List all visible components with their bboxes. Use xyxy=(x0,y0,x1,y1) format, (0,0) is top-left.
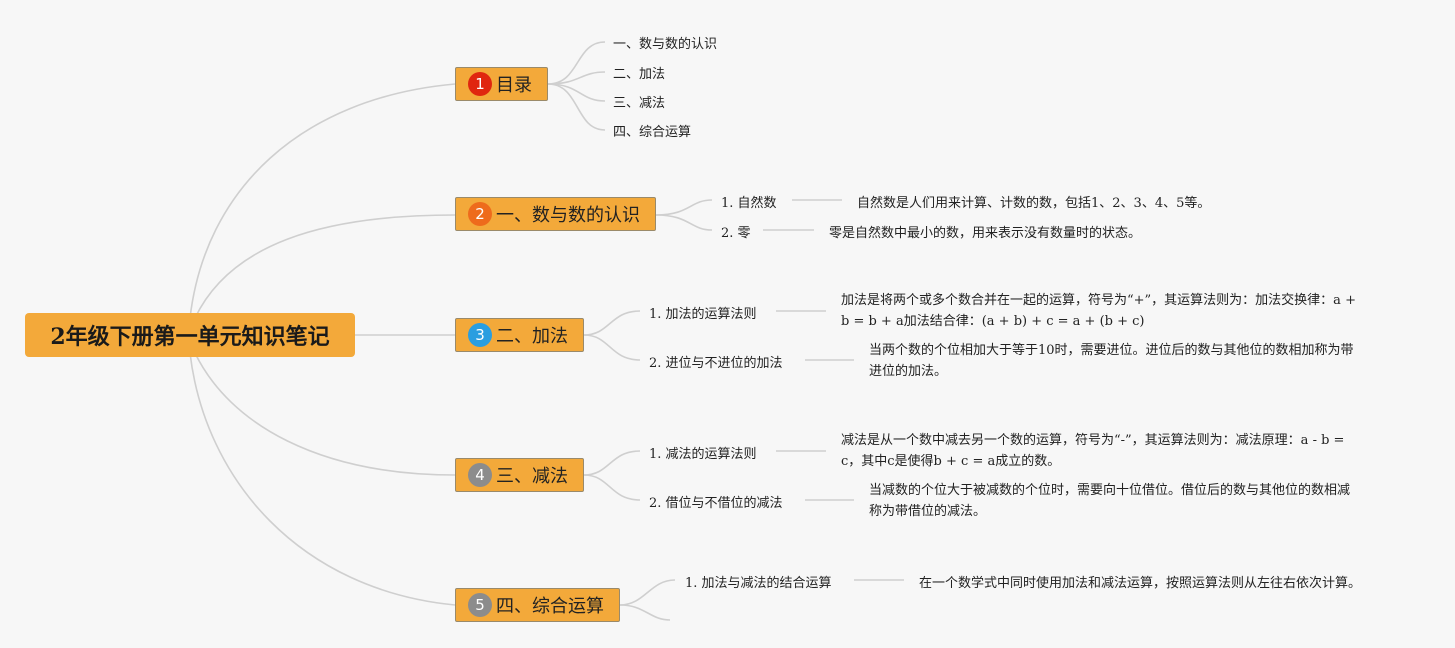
connector-root-b5 xyxy=(189,352,456,606)
connector-b2-s1 xyxy=(655,199,713,216)
topic-borrow-subtraction[interactable]: 2. 借位与不借位的减法 xyxy=(649,496,783,511)
branch-node-subtraction[interactable]: 4 三、减法 xyxy=(455,458,584,492)
topic-addition-rules[interactable]: 1. 加法的运算法则 xyxy=(649,307,757,322)
topic-subtraction-rules[interactable]: 1. 减法的运算法则 xyxy=(649,447,757,462)
number-5-icon: 5 xyxy=(468,593,492,617)
connector-b4-s1 xyxy=(583,450,641,476)
connector-b1-t1 xyxy=(547,41,606,85)
desc-borrow-subtraction: 当减数的个位大于被减数的个位时，需要向十位借位。借位后的数与其他位的数相减称为带… xyxy=(869,483,1351,519)
branch-node-toc[interactable]: 1 目录 xyxy=(455,67,548,101)
desc-carry-addition: 当两个数的个位相加大于等于10时，需要进位。进位后的数与其他位的数相加称为带进位… xyxy=(869,343,1354,379)
branch-label: 二、加法 xyxy=(496,326,568,347)
desc-zero: 零是自然数中最小的数，用来表示没有数量时的状态。 xyxy=(829,226,1142,241)
toc-item[interactable]: 四、综合运算 xyxy=(613,125,692,140)
toc-item[interactable]: 三、减法 xyxy=(613,96,666,111)
branch-label: 一、数与数的认识 xyxy=(496,205,640,226)
connector-b5-s2 xyxy=(619,604,671,621)
topic-natural-numbers[interactable]: 1. 自然数 xyxy=(721,196,777,211)
branch-label: 三、减法 xyxy=(496,466,568,487)
branch-node-combined[interactable]: 5 四、综合运算 xyxy=(455,588,620,622)
connector-b1-t3 xyxy=(547,83,606,102)
topic-zero[interactable]: 2. 零 xyxy=(721,226,751,241)
branch-label: 目录 xyxy=(496,75,532,96)
toc-item[interactable]: 一、数与数的认识 xyxy=(613,37,718,52)
connector-root-b4 xyxy=(194,352,456,476)
root-title: 2年级下册第一单元知识笔记 xyxy=(50,324,330,350)
root-node[interactable]: 2年级下册第一单元知识笔记 xyxy=(25,313,355,357)
number-3-icon: 3 xyxy=(468,323,492,347)
connector-b2-s2 xyxy=(655,214,713,231)
connector-root-b1 xyxy=(189,83,456,319)
connector-root-b2 xyxy=(194,214,456,319)
desc-natural-numbers: 自然数是人们用来计算、计数的数，包括1、2、3、4、5等。 xyxy=(857,196,1211,211)
branch-node-addition[interactable]: 3 二、加法 xyxy=(455,318,584,352)
topic-combined-ops[interactable]: 1. 加法与减法的结合运算 xyxy=(685,576,832,591)
connector-b3-s1 xyxy=(583,310,641,336)
desc-addition-rules: 加法是将两个或多个数合并在一起的运算，符号为“+”，其运算法则为：加法交换律：a… xyxy=(841,293,1356,329)
desc-combined-ops: 在一个数学式中同时使用加法和减法运算，按照运算法则从左往右依次计算。 xyxy=(919,576,1362,591)
number-1-icon: 1 xyxy=(468,72,492,96)
connector-b4-s2 xyxy=(583,474,641,501)
toc-item[interactable]: 二、加法 xyxy=(613,67,666,82)
connector-b1-t4 xyxy=(547,83,606,131)
number-2-icon: 2 xyxy=(468,202,492,226)
connector-b5-s1 xyxy=(619,579,676,606)
number-4-icon: 4 xyxy=(468,463,492,487)
branch-label: 四、综合运算 xyxy=(496,596,604,617)
desc-subtraction-rules: 减法是从一个数中减去另一个数的运算，符号为“-”，其运算法则为：减法原理：a -… xyxy=(841,433,1345,469)
connector-b3-s2 xyxy=(583,334,641,361)
topic-carry-addition[interactable]: 2. 进位与不进位的加法 xyxy=(649,356,783,371)
branch-node-numbers[interactable]: 2 一、数与数的认识 xyxy=(455,197,656,231)
